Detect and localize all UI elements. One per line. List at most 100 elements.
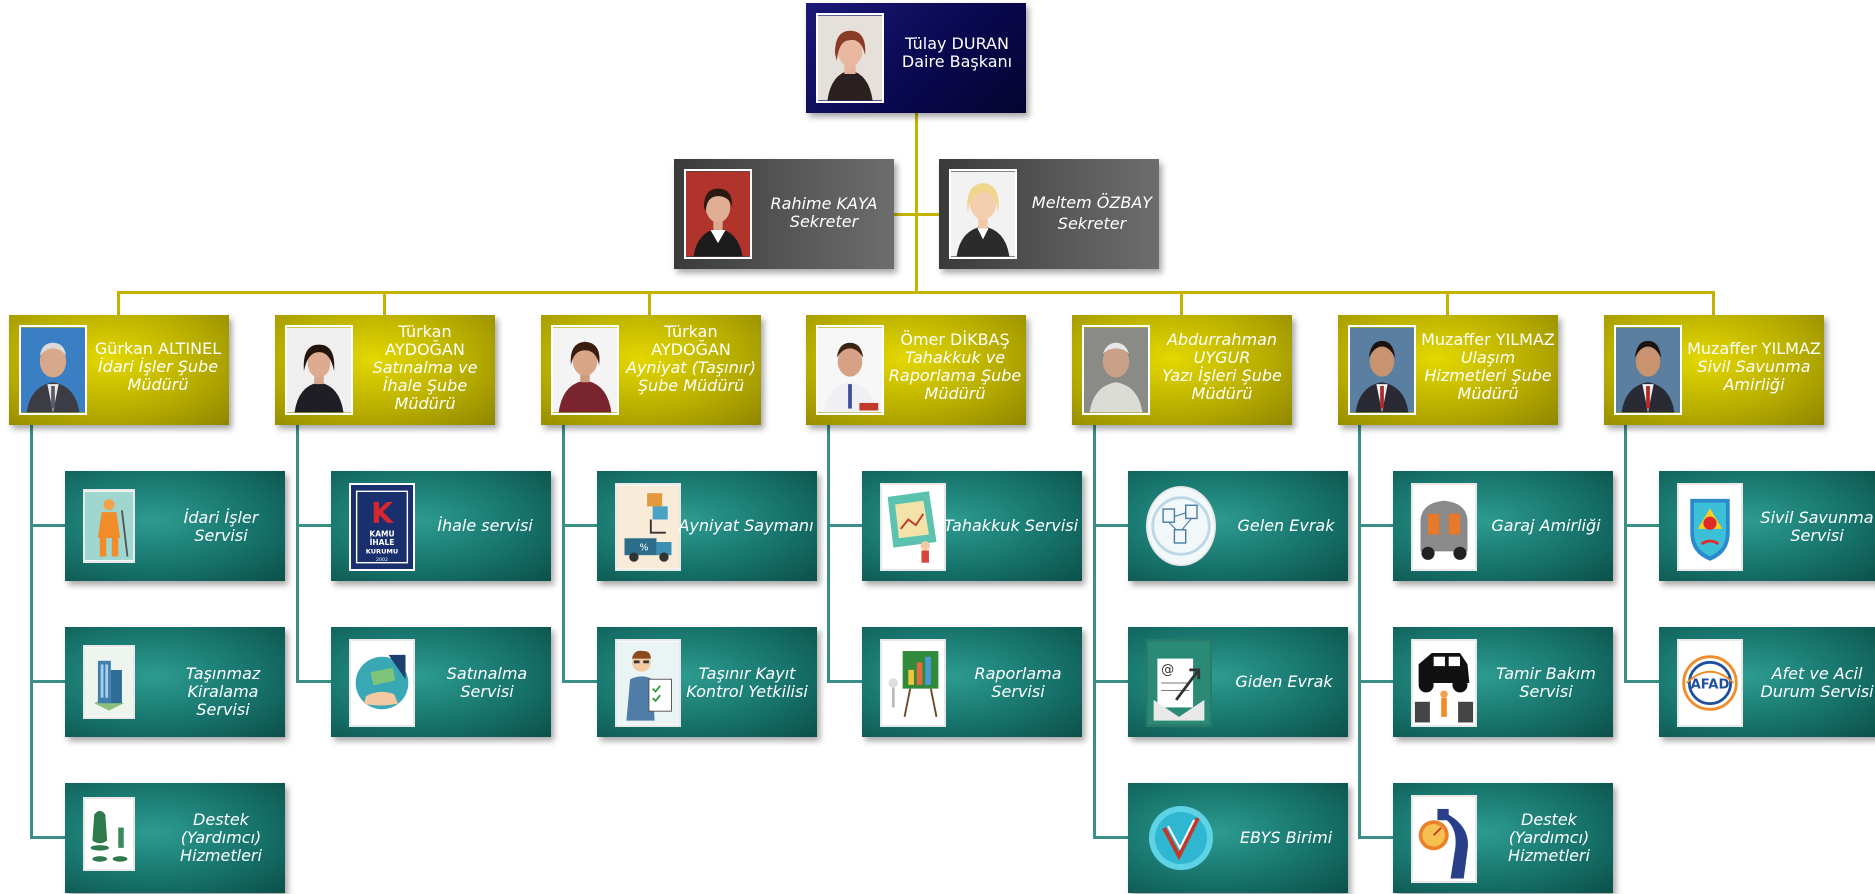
secretary-title: Sekreter [1057, 214, 1127, 233]
service-branch [1093, 836, 1128, 839]
service-node[interactable]: Tamir Bakım Servisi [1393, 627, 1613, 737]
manager-node[interactable]: Abdurrahman UYGUR Yazı İşleri Şube Müdür… [1072, 315, 1292, 425]
service-trunk [1358, 425, 1361, 838]
person-photo-icon [816, 13, 884, 103]
service-branch [1358, 680, 1393, 683]
service-label: Garaj Amirliği [1491, 516, 1601, 535]
service-node[interactable]: @ Giden Evrak [1128, 627, 1348, 737]
manager-node[interactable]: Muzaffer YILMAZ Sivil Savunma Amirliği [1604, 315, 1824, 425]
manager-name: Gürkan ALTINEL [94, 339, 222, 358]
manager-horizontal-connector [117, 291, 1451, 294]
service-branch [1358, 524, 1393, 527]
service-branch [30, 524, 65, 527]
service-node[interactable]: Taşınır Kayıt Kontrol Yetkilisi [597, 627, 817, 737]
service-label: İhale servisi [437, 516, 533, 535]
service-branch [296, 680, 331, 683]
presentation-icon [880, 483, 946, 571]
manager-title: İdari İşler Şube Müdürü [97, 357, 219, 394]
service-label: Ayniyat Saymanı [678, 516, 814, 535]
head-node[interactable]: Tülay DURAN Daire Başkanı [806, 3, 1026, 113]
manager-drop-connector [1180, 291, 1183, 316]
manager-name: Türkan AYDOĞAN [651, 322, 731, 359]
manager-title: Sivil Savunma Amirliği [1697, 357, 1811, 394]
service-trunk [562, 425, 565, 683]
manager-name: Abdurrahman UYGUR [1166, 330, 1278, 367]
tea-set-icon [83, 797, 135, 871]
head-vertical-connector [915, 113, 918, 293]
logo-letter: K [371, 497, 394, 530]
logo-line: KAMU [369, 529, 394, 538]
manager-name: Muzaffer YILMAZ [1421, 330, 1555, 349]
service-trunk [1624, 425, 1627, 683]
service-node[interactable]: Gelen Evrak [1128, 471, 1348, 581]
delivery-truck-icon: % [615, 483, 681, 571]
service-branch [1624, 524, 1659, 527]
manager-node[interactable]: Türkan AYDOĞAN Ayniyat (Taşınır) Şube Mü… [541, 315, 761, 425]
service-label: Raporlama Servisi [974, 664, 1062, 701]
service-branch [1624, 680, 1659, 683]
service-branch [1093, 680, 1128, 683]
service-node[interactable]: Satınalma Servisi [331, 627, 551, 737]
service-label: Sivil Savunma Servisi [1760, 508, 1874, 545]
kamu-ihale-logo: K KAMU İHALE KURUMU 2002 [349, 483, 415, 571]
service-label: Taşınır Kayıt Kontrol Yetkilisi [686, 664, 808, 701]
service-label: Gelen Evrak [1237, 516, 1335, 535]
outgoing-mail-icon: @ [1146, 639, 1212, 727]
logo-line: 2002 [376, 557, 388, 563]
car-icon [1411, 483, 1477, 571]
secretary-node[interactable]: Rahime KAYA Sekreter [674, 159, 894, 269]
service-branch [827, 524, 862, 527]
service-branch [296, 524, 331, 527]
manager-drop-connector [117, 291, 120, 316]
secretary-name: Meltem ÖZBAY [1031, 193, 1153, 212]
head-name: Tülay DURAN [905, 34, 1009, 53]
service-node[interactable]: Sivil Savunma Servisi [1659, 471, 1875, 581]
service-node[interactable]: EBYS Birimi [1128, 783, 1348, 893]
manager-title: Ayniyat (Taşınır) Şube Müdürü [626, 358, 756, 395]
manager-title: Tahakkuk ve Raporlama Şube Müdürü [888, 348, 1022, 403]
document-flow-icon [1146, 486, 1216, 566]
service-node[interactable]: Destek (Yardımcı) Hizmetleri [65, 783, 285, 893]
manager-node[interactable]: Ömer DİKBAŞ Tahakkuk ve Raporlama Şube M… [806, 315, 1026, 425]
person-photo-icon [1082, 325, 1150, 415]
person-photo-icon [684, 169, 752, 259]
manager-node[interactable]: Gürkan ALTINEL İdari İşler Şube Müdürü [9, 315, 229, 425]
manager-drop-connector [648, 291, 651, 316]
service-branch [1358, 836, 1393, 839]
secretary-node[interactable]: Meltem ÖZBAY Sekreter [939, 159, 1159, 269]
service-branch [562, 680, 597, 683]
service-node[interactable]: Taşınmaz Kiralama Servisi [65, 627, 285, 737]
jeep-lift-icon [1411, 639, 1477, 727]
service-node[interactable]: AFAD Afet ve Acil Durum Servisi [1659, 627, 1875, 737]
clipboard-man-icon [615, 639, 681, 727]
money-hand-icon [349, 639, 415, 727]
service-node[interactable]: Garaj Amirliği [1393, 471, 1613, 581]
service-label: Taşınmaz Kiralama Servisi [185, 664, 261, 719]
service-node[interactable]: % Ayniyat Saymanı [597, 471, 817, 581]
manager-name: Türkan AYDOĞAN [385, 322, 465, 359]
manager-name: Ömer DİKBAŞ [900, 330, 1010, 349]
service-node[interactable]: K KAMU İHALE KURUMU 2002 İhale servisi [331, 471, 551, 581]
service-label: Destek (Yardımcı) Hizmetleri [180, 810, 262, 865]
person-photo-icon [1614, 325, 1682, 415]
service-branch [827, 680, 862, 683]
manager-title: Yazı İşleri Şube Müdürü [1162, 366, 1282, 403]
manager-drop-connector [383, 291, 386, 316]
service-node[interactable]: Raporlama Servisi [862, 627, 1082, 737]
service-label: Satınalma Servisi [446, 664, 528, 701]
person-photo-icon [551, 325, 619, 415]
service-node[interactable]: Destek (Yardımcı) Hizmetleri [1393, 783, 1613, 893]
person-placeholder-icon [949, 169, 1017, 259]
manager-node[interactable]: Türkan AYDOĞAN Satınalma ve İhale Şube M… [275, 315, 495, 425]
person-photo-icon [19, 325, 87, 415]
logo-line: KURUMU [366, 547, 399, 555]
service-label: İdari İşler Servisi [183, 508, 259, 545]
service-label: Tamir Bakım Servisi [1496, 664, 1596, 701]
service-node[interactable]: İdari İşler Servisi [65, 471, 285, 581]
janitor-icon [83, 489, 135, 563]
service-label: Giden Evrak [1235, 672, 1333, 691]
ebys-logo-icon [1146, 798, 1216, 878]
service-node[interactable]: Tahakkuk Servisi [862, 471, 1082, 581]
manager-right-connector [1446, 291, 1715, 294]
manager-node[interactable]: Muzaffer YILMAZ Ulaşım Hizmetleri Şube M… [1338, 315, 1558, 425]
